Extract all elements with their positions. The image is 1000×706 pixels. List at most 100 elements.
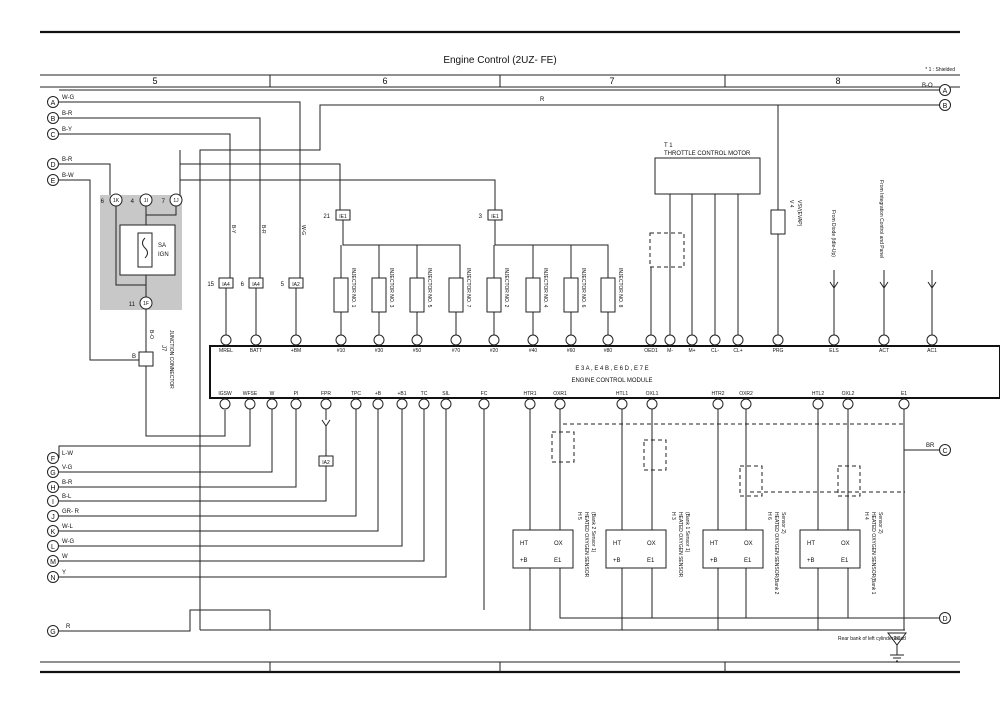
svg-text:INJECTOR NO. 1: INJECTOR NO. 1 bbox=[350, 268, 356, 308]
svg-text:OX: OX bbox=[647, 541, 656, 547]
injector-6 bbox=[563, 277, 579, 313]
svg-text:+B: +B bbox=[520, 558, 528, 564]
svg-text:B-Y: B-Y bbox=[230, 225, 236, 234]
svg-text:6: 6 bbox=[241, 282, 245, 288]
svg-text:4: 4 bbox=[131, 199, 135, 205]
heated-oxygen-sensor-h4 bbox=[799, 529, 861, 569]
injector-7 bbox=[448, 277, 464, 313]
svg-text:IA4: IA4 bbox=[222, 282, 230, 288]
wire-label-A: W-G bbox=[62, 95, 75, 101]
svg-text:HEATED OXYGEN SENSOR(Bank 2: HEATED OXYGEN SENSOR(Bank 2 bbox=[773, 512, 779, 595]
svg-text:#60: #60 bbox=[567, 348, 576, 354]
svg-text:C: C bbox=[50, 132, 55, 139]
terminal-K-left bbox=[47, 525, 59, 537]
svg-text:E1: E1 bbox=[647, 558, 655, 564]
svg-text:B-R: B-R bbox=[260, 225, 266, 234]
svg-text:OED1: OED1 bbox=[644, 348, 658, 354]
svg-text:#10: #10 bbox=[337, 348, 346, 354]
svg-text:Sensor 2): Sensor 2) bbox=[877, 512, 883, 534]
injector-3 bbox=[371, 277, 387, 313]
svg-text:INJECTOR NO. 7: INJECTOR NO. 7 bbox=[465, 268, 471, 308]
terminal-I-left bbox=[47, 495, 59, 507]
terminal-N-left bbox=[47, 571, 59, 583]
svg-text:(Bank 2 Sensor 1): (Bank 2 Sensor 1) bbox=[590, 512, 596, 553]
svg-text:G: G bbox=[50, 470, 55, 477]
svg-text:AC1: AC1 bbox=[927, 348, 937, 354]
terminal-H-left bbox=[47, 481, 59, 493]
svg-text:E1: E1 bbox=[554, 558, 562, 564]
svg-text:HT: HT bbox=[520, 541, 528, 547]
svg-text:H: H bbox=[50, 485, 55, 492]
terminal-G-left bbox=[47, 466, 59, 478]
shield-note: * 1 : Shielded bbox=[925, 67, 955, 73]
svg-text:11: 11 bbox=[129, 302, 136, 308]
svg-text:TPC: TPC bbox=[351, 391, 361, 397]
svg-text:OXR2: OXR2 bbox=[739, 391, 753, 397]
svg-text:CL+: CL+ bbox=[733, 348, 742, 354]
svg-text:5: 5 bbox=[281, 282, 285, 288]
ground-symbol-ec bbox=[887, 632, 907, 646]
svg-text:E1: E1 bbox=[744, 558, 752, 564]
svg-text:HT: HT bbox=[710, 541, 718, 547]
wire-label-C: B-Y bbox=[62, 127, 72, 133]
left-terminals: A B C D E F G H I J K L M N G bbox=[47, 96, 59, 637]
terminal-D-right bbox=[939, 612, 951, 624]
svg-text:V 4: V 4 bbox=[788, 200, 794, 208]
svg-text:+BM: +BM bbox=[291, 348, 301, 354]
svg-text:From Diode (Idle-Up): From Diode (Idle-Up) bbox=[830, 210, 836, 257]
svg-text:J: J bbox=[51, 514, 55, 521]
svg-text:INJECTOR NO. 4: INJECTOR NO. 4 bbox=[542, 268, 548, 308]
svg-text:+B: +B bbox=[613, 558, 621, 564]
svg-text:C: C bbox=[942, 448, 947, 455]
svg-text:H 6: H 6 bbox=[766, 512, 772, 520]
wire-label-K: W-L bbox=[62, 524, 74, 530]
svg-text:W: W bbox=[270, 391, 275, 397]
svg-text:E1: E1 bbox=[901, 391, 907, 397]
svg-text:ACT: ACT bbox=[879, 348, 889, 354]
svg-text:E1: E1 bbox=[841, 558, 849, 564]
svg-text:IA2: IA2 bbox=[292, 282, 300, 288]
svg-text:HTL2: HTL2 bbox=[812, 391, 824, 397]
ecm-label: ENGINE CONTROL MODULE bbox=[571, 378, 652, 384]
ground-location-label: Rear bank of left cylinder head bbox=[838, 636, 906, 642]
svg-text:VSV(EVAP): VSV(EVAP) bbox=[796, 200, 802, 227]
svg-text:1I: 1I bbox=[144, 198, 148, 204]
svg-text:INJECTOR NO. 2: INJECTOR NO. 2 bbox=[503, 268, 509, 308]
wire-label-B: B-R bbox=[62, 111, 73, 117]
svg-text:M-: M- bbox=[667, 348, 673, 354]
svg-text:IGSW: IGSW bbox=[218, 391, 232, 397]
terminal-A-left bbox=[47, 96, 59, 108]
engine-control-module bbox=[209, 345, 1000, 399]
column-8: 8 bbox=[835, 76, 840, 86]
oxygen-sensors bbox=[512, 529, 861, 569]
svg-text:A: A bbox=[943, 88, 948, 95]
wire-label-L: W-G bbox=[62, 539, 75, 545]
column-7: 7 bbox=[609, 76, 614, 86]
ecm-connectors: E 3 A , E 4 B , E 6 D , E 7 E bbox=[575, 366, 648, 372]
svg-text:A: A bbox=[51, 100, 56, 107]
svg-text:OXR1: OXR1 bbox=[553, 391, 567, 397]
svg-text:HTR1: HTR1 bbox=[523, 391, 536, 397]
svg-text:1J: 1J bbox=[173, 198, 179, 204]
svg-text:From Integration Control and P: From Integration Control and Panel bbox=[878, 180, 884, 258]
terminal-E-left bbox=[47, 174, 59, 186]
wire-label-J: GR- R bbox=[62, 509, 80, 515]
svg-text:HT: HT bbox=[807, 541, 815, 547]
terminal-B-right bbox=[939, 99, 951, 111]
svg-text:THROTTLE CONTROL MOTOR: THROTTLE CONTROL MOTOR bbox=[664, 151, 751, 157]
svg-text:Sensor 2): Sensor 2) bbox=[780, 512, 786, 534]
svg-text:1K: 1K bbox=[113, 198, 120, 204]
svg-text:G: G bbox=[50, 629, 55, 636]
ecm-top-pins: MREL BATT +BM #10 #30 #50 #70 #20 #40 #6… bbox=[219, 334, 938, 354]
wire-label-G: V-G bbox=[62, 465, 73, 471]
heated-oxygen-sensor-h3 bbox=[605, 529, 667, 569]
svg-text:#50: #50 bbox=[413, 348, 422, 354]
svg-text:ELS: ELS bbox=[829, 348, 839, 354]
throttle-control-motor bbox=[654, 157, 761, 195]
terminal-C-right bbox=[939, 444, 951, 456]
wire-label-I: B-L bbox=[62, 494, 72, 500]
svg-text:R: R bbox=[540, 97, 545, 103]
svg-text:OX: OX bbox=[744, 541, 753, 547]
svg-text:B-O: B-O bbox=[148, 330, 154, 339]
